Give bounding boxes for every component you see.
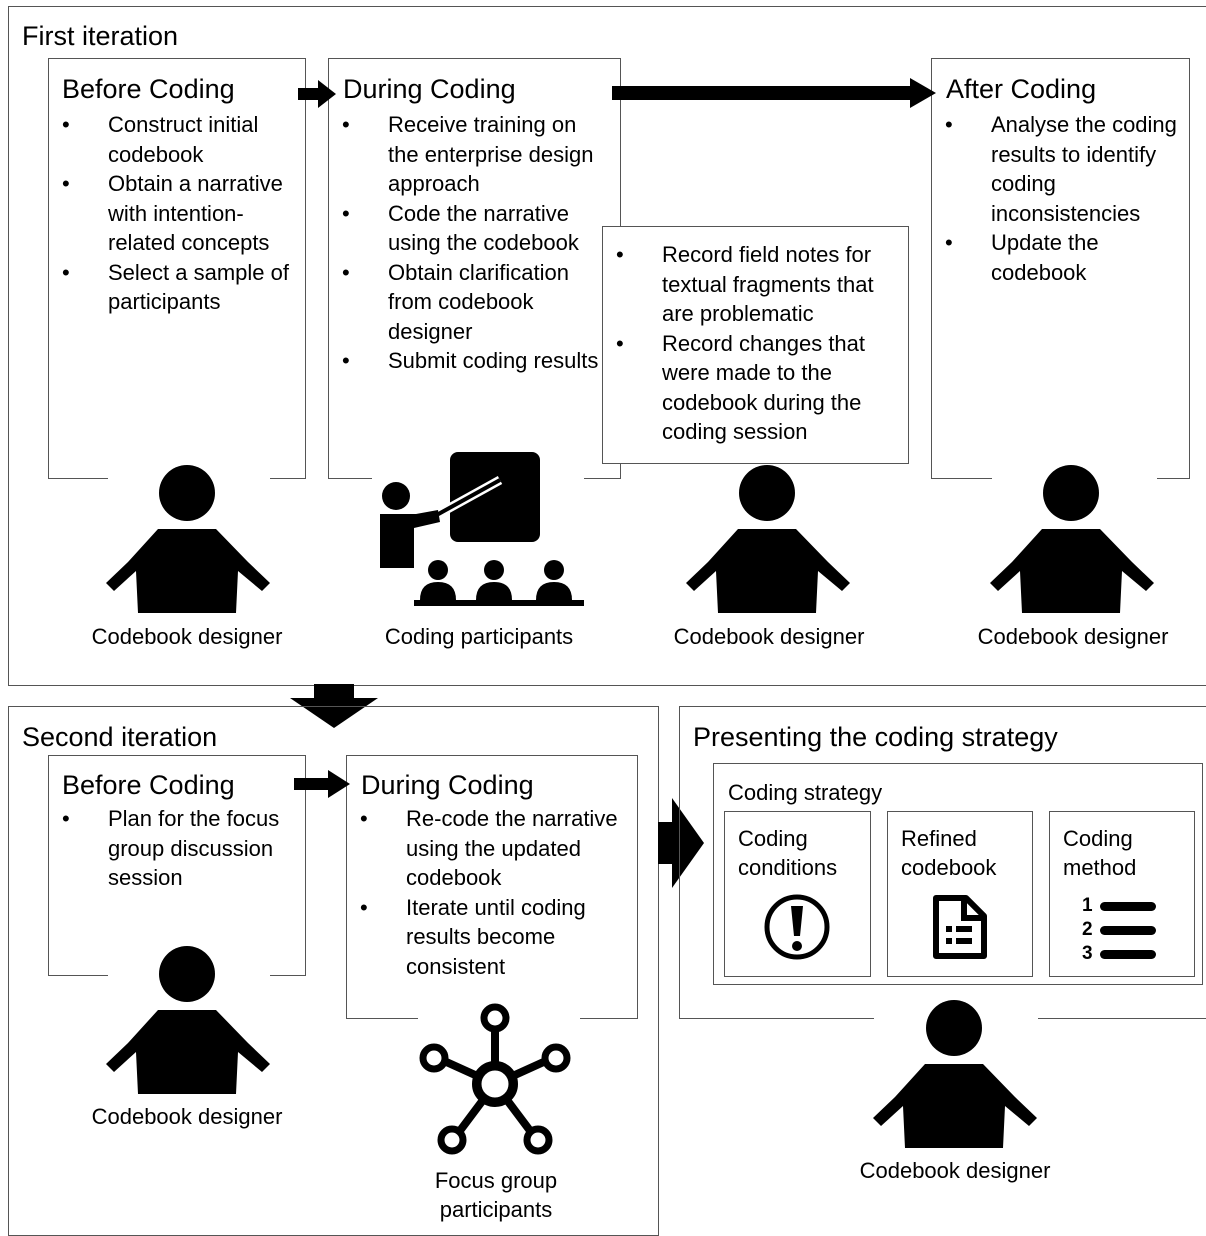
document-list-icon: [933, 895, 987, 959]
after-coding-title: After Coding: [946, 74, 1097, 104]
list-item: Code the narrative using the codebook: [330, 199, 605, 258]
during-coding-list-2: Re-code the narrative using the updated …: [348, 804, 634, 981]
during-coding-title: During Coding: [343, 74, 516, 104]
list-item: Update the codebook: [933, 228, 1183, 287]
actor-label: Codebook designer: [859, 1158, 1051, 1183]
second-iteration-title: Second iteration: [22, 722, 218, 752]
actor-label: Codebook designer: [673, 624, 865, 649]
numbered-list-icon: 1 2 3: [1082, 894, 1162, 966]
before-coding-list-2: Plan for the focus group discussion sess…: [50, 804, 280, 893]
card-coding-method: [1049, 811, 1195, 977]
list-item: Construct initial codebook: [50, 110, 304, 169]
arrow-before-to-during-2-icon: [294, 770, 350, 798]
card-refined-codebook: [887, 811, 1033, 977]
list-item: Record field notes for textual fragments…: [604, 240, 904, 329]
after-coding-list: Analyse the coding results to identify c…: [933, 110, 1183, 287]
list-item: Obtain a narrative with intention-relate…: [50, 169, 304, 258]
list-item: Re-code the narrative using the updated …: [348, 804, 634, 893]
person-icon: [990, 465, 1154, 613]
person-icon: [873, 1000, 1037, 1148]
exclamation-circle-icon: [764, 894, 830, 960]
classroom-presenter-icon: [380, 452, 584, 606]
actor-label: Codebook designer: [977, 624, 1169, 649]
list-number: 2: [1082, 919, 1093, 940]
arrow-during-to-after-icon: [612, 78, 936, 108]
list-item: Select a sample of participants: [50, 258, 304, 317]
list-item: Obtain clarification from codebook desig…: [330, 258, 605, 347]
first-iteration-title: First iteration: [22, 21, 179, 51]
arrow-down-icon: [290, 684, 378, 728]
coding-strategy-label: Coding strategy: [728, 780, 883, 805]
list-item: Receive training on the enterprise desig…: [330, 110, 605, 199]
before-coding-list: Construct initial codebook Obtain a narr…: [50, 110, 304, 317]
list-item: Record changes that were made to the cod…: [604, 329, 904, 447]
first-iteration-panel: [8, 6, 1206, 686]
person-icon: [106, 946, 270, 1094]
actor-label: Focus group participants: [434, 1168, 558, 1222]
during-coding-title-2: During Coding: [361, 770, 534, 800]
presenting-title: Presenting the coding strategy: [693, 722, 1058, 752]
list-item: Analyse the coding results to identify c…: [933, 110, 1183, 228]
person-icon: [106, 465, 270, 613]
before-coding-title: Before Coding: [62, 74, 235, 104]
arrow-right-icon: [658, 798, 704, 888]
actor-label: Codebook designer: [91, 624, 283, 649]
arrow-before-to-during-icon: [298, 80, 336, 108]
during-coding-list: Receive training on the enterprise desig…: [330, 110, 605, 376]
actor-label: Codebook designer: [91, 1104, 283, 1129]
list-bar: [1100, 926, 1156, 935]
card-label: Refined codebook: [901, 826, 997, 880]
list-item: Plan for the focus group discussion sess…: [50, 804, 280, 893]
list-item: Iterate until coding results become cons…: [348, 893, 634, 982]
field-notes-list: Record field notes for textual fragments…: [604, 240, 904, 447]
before-coding-title-2: Before Coding: [62, 770, 235, 800]
list-bar: [1100, 902, 1156, 911]
person-icon: [686, 465, 850, 613]
list-bar: [1100, 950, 1156, 959]
list-number: 3: [1082, 943, 1093, 964]
list-number: 1: [1082, 895, 1093, 916]
focus-group-network-icon: [419, 1003, 571, 1155]
list-item: Submit coding results: [330, 346, 605, 376]
actor-label: Coding participants: [384, 624, 574, 649]
card-label: Coding conditions: [738, 826, 838, 880]
card-label: Coding method: [1063, 826, 1137, 880]
